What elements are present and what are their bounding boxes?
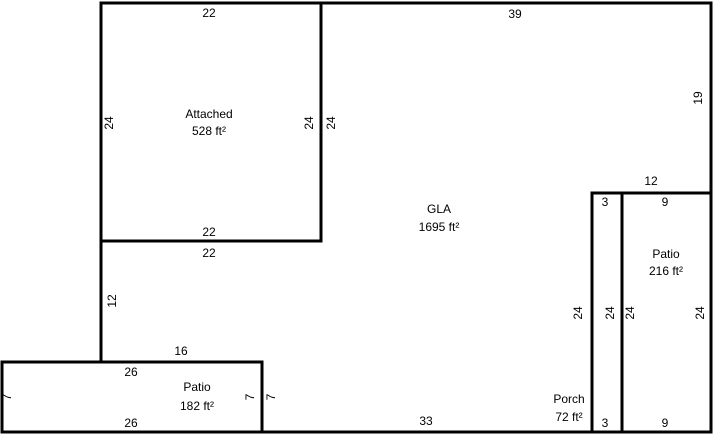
dim-patio-left-right-outer: 7 [264, 393, 278, 400]
dim-gla-step: 16 [174, 344, 188, 358]
attached-room [99, 1, 323, 243]
porch-size: 72 ft² [555, 410, 582, 424]
area-labels: Attached 528 ft² GLA 1695 ft² Patio 216 … [180, 107, 683, 424]
dim-gla-left-lower: 12 [105, 294, 119, 308]
dim-gla-inner-top: 12 [644, 174, 658, 188]
dim-patio-left-top: 26 [124, 365, 138, 379]
dim-porch-bottom: 3 [602, 416, 609, 430]
dim-porch-left: 24 [603, 306, 617, 320]
dim-patio-left-bottom: 26 [124, 416, 138, 430]
patio-left-name: Patio [183, 380, 211, 394]
dim-patio-right-top: 9 [662, 195, 669, 209]
dim-gla-right-upper: 19 [691, 91, 705, 105]
dim-patio-left-left: 7 [0, 393, 14, 400]
dim-porch-top: 3 [602, 195, 609, 209]
dim-porch-right: 24 [623, 306, 637, 320]
gla-name: GLA [427, 202, 451, 216]
dim-attached-bottom: 22 [202, 225, 216, 239]
horizontal-dimensions: 22 39 22 22 12 3 9 16 26 26 33 3 9 [124, 6, 668, 430]
dim-attached-right: 24 [302, 116, 316, 130]
vertical-dimensions: 24 24 24 19 12 24 24 24 24 7 7 7 [0, 91, 707, 400]
dim-patio-left-right: 7 [243, 393, 257, 400]
patio-right-name: Patio [652, 247, 680, 261]
dim-gla-top: 39 [508, 7, 522, 21]
dim-gla-under-attached: 22 [202, 246, 216, 260]
gla-outline [260, 1, 713, 434]
attached-name: Attached [185, 107, 232, 121]
dim-patio-right-bottom: 9 [662, 416, 669, 430]
dim-gla-attached-side: 24 [324, 116, 338, 130]
gla-size: 1695 ft² [419, 220, 460, 234]
patio-left-room [0, 360, 264, 434]
dim-attached-top: 22 [202, 6, 216, 20]
dim-patio-right-right: 24 [693, 306, 707, 320]
dim-gla-bottom: 33 [419, 414, 433, 428]
attached-size: 528 ft² [192, 124, 226, 138]
porch-name: Porch [553, 392, 584, 406]
patio-left-size: 182 ft² [180, 399, 214, 413]
patio-right-room [620, 191, 713, 434]
dim-attached-left: 24 [102, 116, 116, 130]
patio-right-size: 216 ft² [649, 264, 683, 278]
dim-gla-porch-side: 24 [571, 306, 585, 320]
